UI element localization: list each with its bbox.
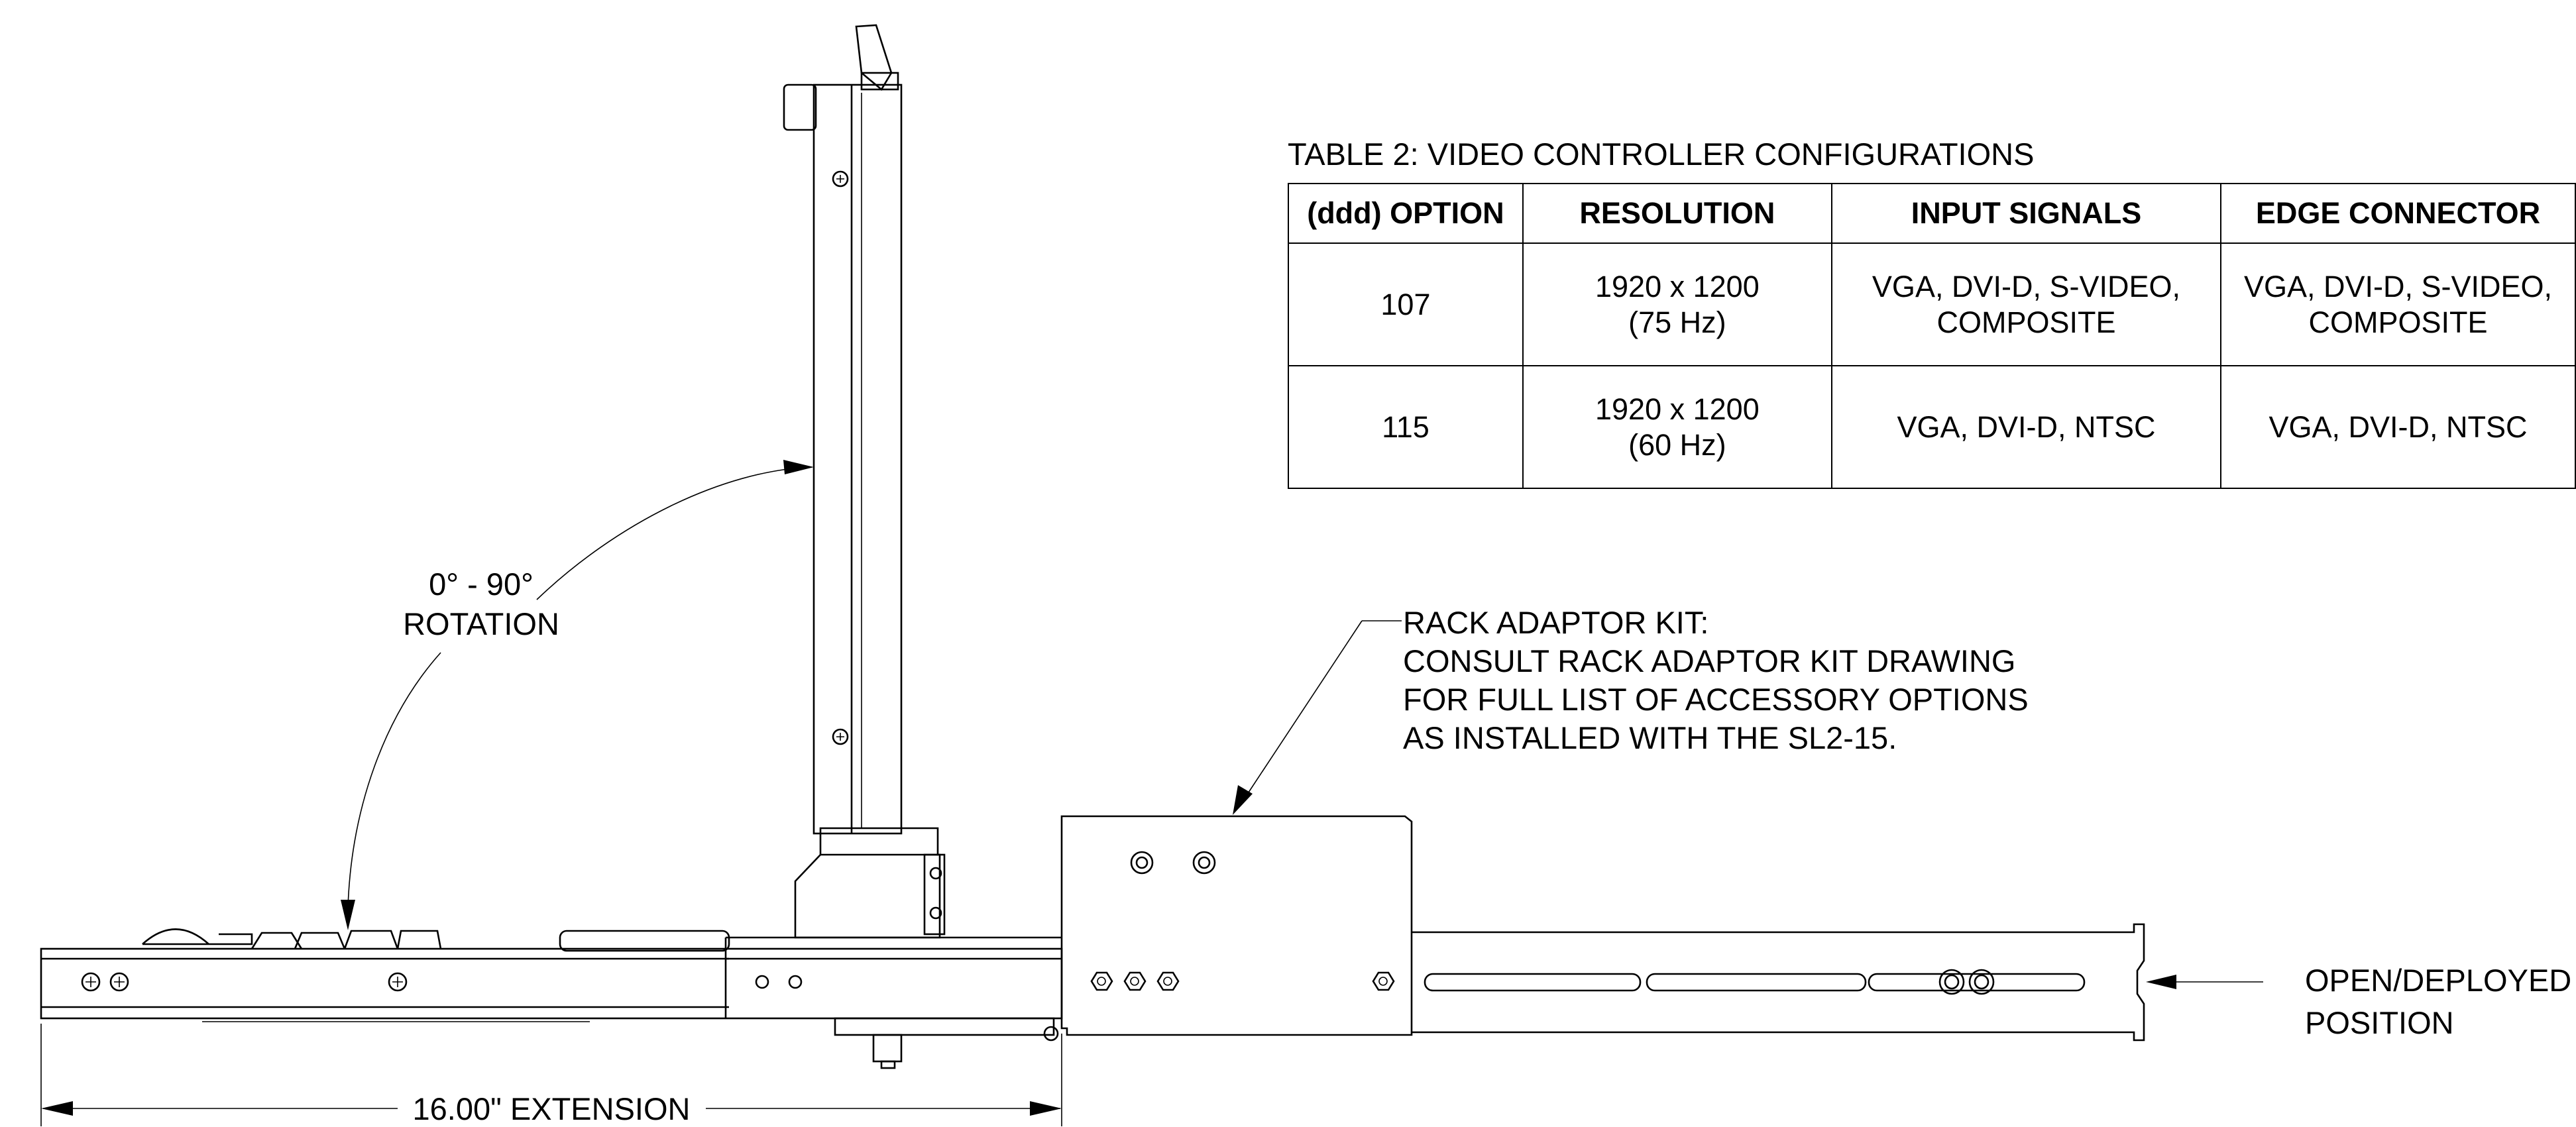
table-row: 115 1920 x 1200 (60 Hz) VGA, DVI-D, NTSC… (1288, 365, 2576, 489)
deployed-leader (2146, 975, 2263, 989)
rotation-arc (341, 460, 814, 930)
cell-option: 107 (1288, 242, 1524, 366)
rack-kit-leader (1233, 620, 1402, 815)
edge-connector-line: COMPOSITE (2308, 305, 2488, 339)
slide-rail (1412, 923, 2145, 1042)
rotation-label: ROTATION (403, 606, 559, 641)
edge-connector-line: VGA, DVI-D, S-VIDEO, (2243, 270, 2553, 304)
cell-edge-connector: VGA, DVI-D, S-VIDEO, COMPOSITE (2220, 242, 2576, 366)
header-edge-connector: EDGE CONNECTOR (2220, 183, 2576, 244)
resolution-value: 1920 x 1200 (1595, 270, 1760, 304)
rack-kit-text-3: AS INSTALLED WITH THE SL2-15. (1403, 720, 1897, 755)
rack-kit-text-2: FOR FULL LIST OF ACCESSORY OPTIONS (1403, 682, 2029, 717)
deployed-label: OPEN/DEPLOYED (2305, 963, 2572, 998)
rack-kit-text-1: CONSULT RACK ADAPTOR KIT DRAWING (1403, 643, 2016, 678)
extension-label: 16.00" EXTENSION (413, 1091, 691, 1126)
rack-adaptor-block (1060, 815, 1413, 1036)
table-caption: TABLE 2: VIDEO CONTROLLER CONFIGURATIONS (1288, 136, 2035, 172)
keyboard-tray (40, 928, 1063, 1069)
header-input-signals: INPUT SIGNALS (1830, 183, 2222, 244)
position-label: POSITION (2305, 1005, 2454, 1040)
table-row: 107 1920 x 1200 (75 Hz) VGA, DVI-D, S-VI… (1288, 242, 2576, 366)
cell-resolution: 1920 x 1200 (60 Hz) (1522, 365, 1832, 489)
input-signals-line: VGA, DVI-D, S-VIDEO, (1872, 270, 2180, 304)
refresh-rate: (75 Hz) (1628, 305, 1726, 339)
rack-kit-title: RACK ADAPTOR KIT: (1403, 605, 1709, 640)
cell-edge-connector: VGA, DVI-D, NTSC (2220, 365, 2576, 489)
video-controller-table: (ddd) OPTION RESOLUTION INPUT SIGNALS ED… (1288, 183, 2576, 489)
header-resolution: RESOLUTION (1522, 183, 1832, 244)
cell-input-signals: VGA, DVI-D, S-VIDEO, COMPOSITE (1830, 242, 2222, 366)
resolution-value: 1920 x 1200 (1595, 392, 1760, 427)
header-option: (ddd) OPTION (1288, 183, 1524, 244)
rotation-angle-label: 0° - 90° (429, 566, 533, 602)
input-signals-line: VGA, DVI-D, NTSC (1897, 409, 2156, 444)
extension-dimension (40, 1024, 1062, 1126)
monitor-display (783, 24, 946, 939)
cell-option: 115 (1288, 365, 1524, 489)
cell-resolution: 1920 x 1200 (75 Hz) (1522, 242, 1832, 366)
cell-input-signals: VGA, DVI-D, NTSC (1830, 365, 2222, 489)
refresh-rate: (60 Hz) (1628, 427, 1726, 462)
table-header-row: (ddd) OPTION RESOLUTION INPUT SIGNALS ED… (1288, 183, 2576, 244)
edge-connector-line: VGA, DVI-D, NTSC (2268, 409, 2528, 444)
input-signals-line: COMPOSITE (1936, 305, 2116, 339)
